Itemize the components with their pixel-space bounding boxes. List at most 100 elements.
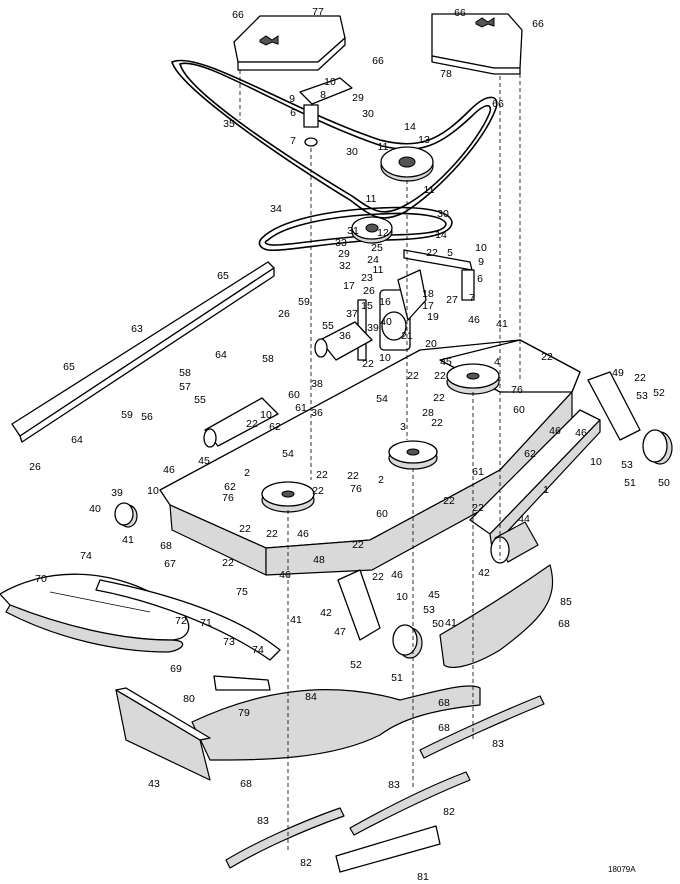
callout-22: 22 <box>266 528 278 540</box>
callout-22: 22 <box>434 370 446 382</box>
callout-22: 22 <box>407 370 419 382</box>
callout-22: 22 <box>634 372 646 384</box>
callout-60: 60 <box>513 404 525 416</box>
callout-22: 22 <box>426 247 438 259</box>
callout-41: 41 <box>496 318 508 330</box>
blade-left <box>225 807 345 869</box>
callout-14: 14 <box>404 121 416 133</box>
callout-30: 30 <box>346 146 358 158</box>
callout-28: 28 <box>422 407 434 419</box>
callout-83: 83 <box>492 738 504 750</box>
callout-46: 46 <box>549 425 561 437</box>
right-lift-channel <box>469 409 601 549</box>
baffle-79 <box>213 675 271 691</box>
callout-54: 54 <box>282 448 294 460</box>
callout-66: 66 <box>232 9 244 21</box>
belt-cover-right <box>431 13 523 75</box>
callout-76: 76 <box>511 384 523 396</box>
callout-82: 82 <box>443 806 455 818</box>
callout-64: 64 <box>215 349 227 361</box>
callout-30: 30 <box>362 108 374 120</box>
callout-22: 22 <box>316 469 328 481</box>
callout-22: 22 <box>541 351 553 363</box>
callout-10: 10 <box>396 591 408 603</box>
callout-45: 45 <box>428 589 440 601</box>
callout-7: 7 <box>290 135 296 147</box>
callout-9: 9 <box>478 256 484 268</box>
callout-40: 40 <box>89 503 101 515</box>
callout-27: 27 <box>446 294 458 306</box>
callout-59: 59 <box>121 409 133 421</box>
callout-47: 47 <box>334 626 346 638</box>
callout-22: 22 <box>347 470 359 482</box>
deck-belt-inner <box>264 212 447 246</box>
callout-62: 62 <box>269 421 281 433</box>
callout-10: 10 <box>260 409 272 421</box>
callout-11: 11 <box>378 141 389 153</box>
callout-11: 11 <box>373 264 384 276</box>
callout-24: 24 <box>367 254 379 266</box>
callout-22: 22 <box>372 571 384 583</box>
rear-baffle-84 <box>191 685 481 761</box>
side-baffle-85 <box>439 564 554 668</box>
reference-code: 18079A <box>608 865 636 874</box>
callout-22: 22 <box>246 418 258 430</box>
callout-37: 37 <box>346 308 358 320</box>
callout-74: 74 <box>252 644 264 656</box>
callout-61: 61 <box>295 402 307 414</box>
callout-22: 22 <box>222 557 234 569</box>
callout-35: 35 <box>223 118 235 130</box>
callout-19: 19 <box>427 311 439 323</box>
callout-31: 31 <box>347 225 359 237</box>
callout-64: 64 <box>71 434 83 446</box>
callout-53: 53 <box>423 604 435 616</box>
spindle-pulley-left <box>261 481 315 513</box>
drive-belt-upper-inner <box>179 62 492 213</box>
callout-83: 83 <box>257 815 269 827</box>
callout-63: 63 <box>131 323 143 335</box>
callout-66: 66 <box>492 98 504 110</box>
callout-70: 70 <box>35 573 47 585</box>
callout-32: 32 <box>339 260 351 272</box>
callout-71: 71 <box>200 617 212 629</box>
callout-51: 51 <box>391 672 403 684</box>
callout-74: 74 <box>80 550 92 562</box>
callout-22: 22 <box>472 502 484 514</box>
callout-10: 10 <box>590 456 602 468</box>
callout-62: 62 <box>524 448 536 460</box>
callout-56: 56 <box>141 411 153 423</box>
callout-20: 20 <box>425 338 437 350</box>
callout-46: 46 <box>468 314 480 326</box>
callout-23: 23 <box>361 272 373 284</box>
callout-26: 26 <box>278 308 290 320</box>
callout-52: 52 <box>653 387 665 399</box>
callout-80: 80 <box>183 693 195 705</box>
right-wheel-bracket <box>587 371 641 441</box>
callout-10: 10 <box>379 352 391 364</box>
callout-77: 77 <box>312 6 324 18</box>
callout-46: 46 <box>279 569 291 581</box>
callout-65: 65 <box>217 270 229 282</box>
callout-30: 30 <box>437 208 449 220</box>
front-wheel-bracket <box>337 569 381 641</box>
callout-17: 17 <box>422 300 434 312</box>
callout-44: 44 <box>518 513 530 525</box>
callout-10: 10 <box>147 485 159 497</box>
anti-scalp-wheel-left <box>114 502 138 528</box>
callout-33: 33 <box>335 237 347 249</box>
callout-66: 66 <box>372 55 384 67</box>
callout-11: 11 <box>366 193 377 205</box>
callout-46: 46 <box>391 569 403 581</box>
bracket-81 <box>335 825 441 873</box>
callout-22: 22 <box>239 523 251 535</box>
callout-41: 41 <box>122 534 134 546</box>
callout-22: 22 <box>443 495 455 507</box>
callout-68: 68 <box>160 540 172 552</box>
blade-center <box>349 771 471 836</box>
callout-61: 61 <box>472 466 484 478</box>
callout-16: 16 <box>379 296 391 308</box>
callout-72: 72 <box>175 615 187 627</box>
callout-22: 22 <box>352 539 364 551</box>
callout-6: 6 <box>477 273 483 285</box>
